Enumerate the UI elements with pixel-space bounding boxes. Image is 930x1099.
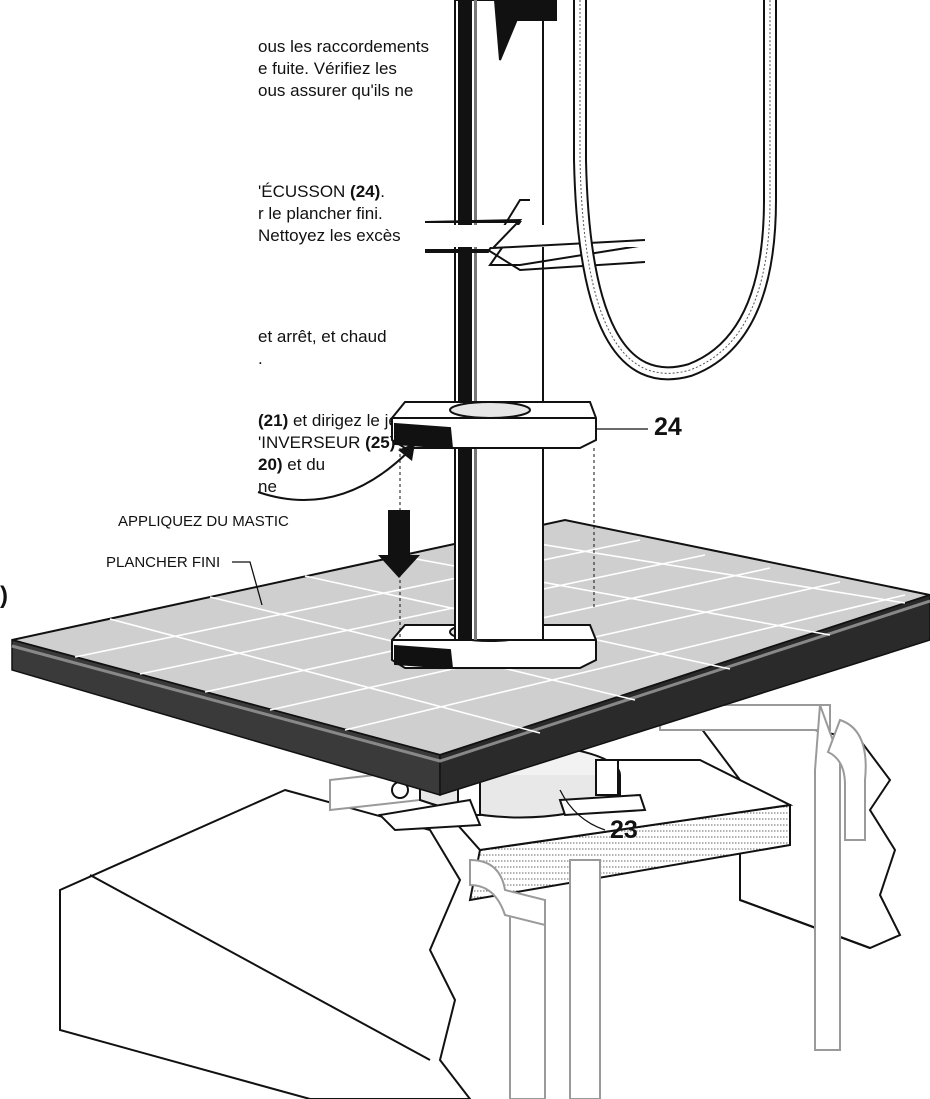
instruction-text-block-1: ous les raccordements e fuite. Vérifiez … bbox=[258, 36, 429, 102]
leader-lines bbox=[232, 428, 648, 831]
label-finished-floor: PLANCHER FINI bbox=[106, 554, 221, 571]
instruction-line: . bbox=[258, 349, 263, 368]
instruction-text-block-3: et arrêt, et chaud . bbox=[258, 326, 387, 370]
hand-shower-hose bbox=[573, 0, 777, 381]
label-apply-caulk: APPLIQUEZ DU MASTIC bbox=[118, 513, 289, 530]
callout-24: 24 bbox=[654, 413, 682, 441]
instruction-line: Nettoyez les excès bbox=[258, 226, 401, 245]
instruction-line: 'ÉCUSSON (24). bbox=[258, 182, 386, 201]
stray-parenthesis: ) bbox=[0, 582, 8, 609]
instruction-text-block-4: (21) et dirigez le jet 'INVERSEUR (25) 2… bbox=[258, 410, 403, 498]
part-ref-diverter: (25) bbox=[365, 433, 396, 452]
install-down-arrow bbox=[378, 510, 420, 578]
part-ref-handshower: (21) bbox=[258, 411, 289, 430]
instruction-line: ous les raccordements bbox=[258, 37, 430, 56]
instruction-line: r le plancher fini. bbox=[258, 204, 383, 223]
callout-23: 23 bbox=[610, 816, 638, 844]
apply-caulk-arrow bbox=[257, 443, 415, 501]
escutcheon-part bbox=[391, 401, 597, 450]
instruction-line: 'INVERSEUR (25) bbox=[258, 433, 396, 452]
instruction-line: e fuite. Vérifiez les bbox=[258, 59, 397, 78]
instruction-line: ne bbox=[258, 477, 277, 496]
instruction-line: (21) et dirigez le jet bbox=[258, 411, 403, 430]
instruction-line: 20) et du bbox=[258, 455, 326, 474]
instruction-text-block-2: 'ÉCUSSON (24). r le plancher fini. Netto… bbox=[258, 181, 401, 247]
freestanding-column bbox=[424, 0, 646, 641]
instruction-line: et arrêt, et chaud bbox=[258, 327, 387, 346]
part-ref-spout: 20) bbox=[258, 455, 283, 474]
instruction-line: ous assurer qu'ils ne bbox=[258, 81, 414, 100]
part-ref-escutcheon: (24) bbox=[350, 182, 381, 201]
